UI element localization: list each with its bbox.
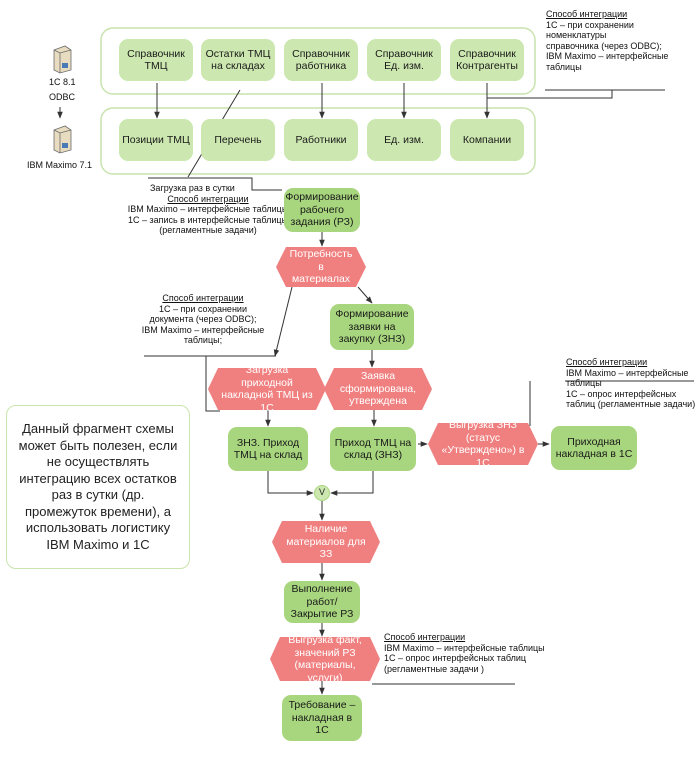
hex-availability <box>272 521 380 563</box>
note-line: IBM Maximo – интерфейсные <box>546 51 669 62</box>
export-fact: Выгрузка факт, значений РЗ (материалы, у… <box>288 634 362 684</box>
hex-export-fact <box>270 637 380 681</box>
note-line: таблиц (регламентные задачи) <box>566 399 696 410</box>
hex-need-materials <box>276 247 366 287</box>
note-load-once: Загрузка раз в сутки Способ интеграции I… <box>118 183 298 236</box>
employees: Работники <box>284 119 358 161</box>
availability: Наличие материалов для ЗЗ <box>286 523 366 561</box>
note-line: (регламентные задачи ) <box>384 663 484 674</box>
companies: Компании <box>450 119 524 161</box>
note-line: (регламентные задачи) <box>159 225 257 236</box>
server-icon-maximo <box>49 124 73 154</box>
note-heading: Способ интеграции <box>566 357 648 367</box>
zns-receipt: ЗНЗ. Приход ТМЦ на склад <box>228 427 308 471</box>
form-request: Формирование заявки на закупку (ЗНЗ) <box>330 304 414 350</box>
receipt-note: Приходная накладная в 1С <box>551 426 637 470</box>
note-top-right: Способ интеграции 1С – при сохранении но… <box>546 9 668 73</box>
note-line: справочника (через ODBC); <box>546 40 662 51</box>
work-order: Формирование рабочего задания (РЗ) <box>284 188 360 232</box>
note-line: таблицы; <box>183 335 223 346</box>
note-line: IBM Maximo – интерфейсные таблицы <box>127 204 289 215</box>
server-1c-label: 1C 8.1 <box>49 77 76 87</box>
need-materials: Потребность в материалах <box>289 248 353 286</box>
note-line: номенклатуры <box>546 30 607 41</box>
note-heading: Способ интеграции <box>167 193 249 204</box>
ref-units: Справочник Ед. изм. <box>367 39 441 81</box>
receipt-zns: Приход ТМЦ на склад (ЗНЗ) <box>330 427 416 471</box>
note-line: документа (через ODBC); <box>149 314 257 325</box>
note-left-mid: Способ интеграции 1С – при сохранении до… <box>130 293 276 346</box>
note-line: IBM Maximo – интерфейсные <box>141 324 265 335</box>
note-line: 1С – при сохранении <box>159 303 247 314</box>
hex-load-receipt <box>208 368 326 410</box>
ref-contractors: Справочник Контрагенты <box>450 39 524 81</box>
load-receipt: Загрузка приходной накладной ТМЦ из 1С <box>221 364 313 414</box>
requirement: Требование – накладная в 1С <box>282 695 362 741</box>
note-line: таблицы <box>546 61 582 72</box>
note-line: таблицы <box>566 378 602 389</box>
note-line: Загрузка раз в сутки <box>150 183 235 193</box>
merge-label: V <box>318 487 325 497</box>
note-line: 1С – при сохранении <box>546 19 634 30</box>
callout-note: Данный фрагмент схемы может быть полезен… <box>6 405 190 569</box>
ref-employee: Справочник работника <box>284 39 358 81</box>
note-heading: Способ интеграции <box>162 293 244 303</box>
list: Перечень <box>201 119 275 161</box>
note-right-mid: Способ интеграции IBM Maximo – интерфейс… <box>566 357 695 410</box>
hex-export-zns <box>428 423 538 465</box>
note-line: 1С – запись в интерфейсные таблицы <box>127 214 289 225</box>
request-formed: Заявка сформирована, утверждена <box>339 370 417 408</box>
server-odbc-label: ODBC <box>49 92 76 102</box>
server-maximo-label: IBM Maximo 7.1 <box>27 160 93 170</box>
server-icon-1c <box>49 44 73 74</box>
units: Ед. изм. <box>367 119 441 161</box>
note-bottom: Способ интеграции IBM Maximo – интерфейс… <box>384 632 545 674</box>
note-line: 1С – опрос интерфейсных <box>566 388 677 399</box>
note-line: IBM Maximo – интерфейсные таблицы <box>384 642 545 653</box>
note-line: 1С – опрос интерфейсных таблиц <box>384 653 527 664</box>
note-line: IBM Maximo – интерфейсные <box>566 367 689 378</box>
note-heading: Способ интеграции <box>384 632 466 642</box>
merge-node <box>314 485 330 501</box>
stock-tmc: Остатки ТМЦ на складах <box>201 39 275 81</box>
perform-work: Выполнение работ/ Закрытие РЗ <box>284 581 360 623</box>
note-heading: Способ интеграции <box>546 9 628 19</box>
hex-request-formed <box>324 368 432 410</box>
ref-tmc: Справочник ТМЦ <box>119 39 193 81</box>
export-zns: Выгрузка ЗНЗ (статус «Утверждено») в 1С <box>441 419 525 469</box>
items-tmc: Позиции ТМЦ <box>119 119 193 161</box>
